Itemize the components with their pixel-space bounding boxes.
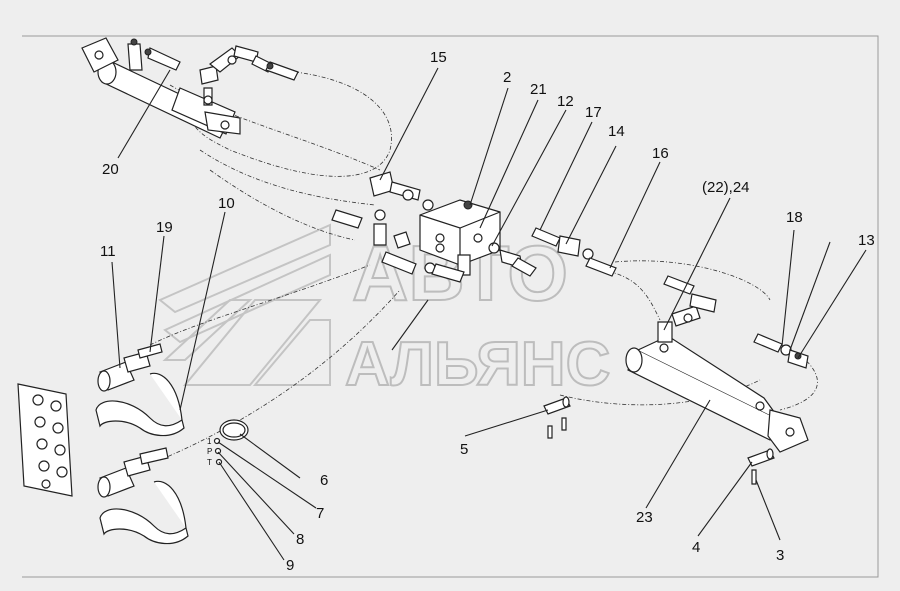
callout-11: 11 [100,243,116,260]
hose-fitting-top [209,45,299,81]
callout-12: 12 [557,93,574,110]
callout-4: 4 [692,539,700,556]
port-mark-p: P [207,447,212,456]
callout-21: 21 [530,81,547,98]
leader-lines [111,67,867,561]
callout-8: 8 [296,531,304,548]
valve-fittings [331,171,617,283]
callout-18: 18 [786,209,803,226]
callout-5: 5 [460,441,468,458]
callout-17: 17 [585,104,602,121]
port-plate [17,383,73,497]
callout-3: 3 [776,547,784,564]
callout-16: 16 [652,145,669,162]
callout-labels: 15 2 21 12 17 14 16 (22),24 18 13 20 11 … [100,49,875,574]
pins [543,396,775,485]
callout-14: 14 [608,123,625,140]
callout-15: 15 [430,49,447,66]
callout-23: 23 [636,509,653,526]
callout-20: 20 [102,161,119,178]
callout-7: 7 [316,505,324,522]
callout-9: 9 [286,557,294,574]
frame-border [22,35,879,578]
callout-6: 6 [320,472,328,489]
callout-19: 19 [156,219,173,236]
watermark-line2: АЛЬЯНС [345,330,610,399]
callout-2: 2 [503,69,511,86]
callout-10: 10 [218,195,235,212]
watermark-logo: АВТО АЛЬЯНС [158,223,611,400]
hydraulic-cylinder-top [81,37,241,139]
watermark-emblem [158,223,331,386]
bolt-parts-right [753,333,809,369]
quick-couplers [95,343,189,545]
callout-13: 13 [858,232,875,249]
callout-22-24: (22),24 [702,179,750,196]
port-mark-t: T [207,458,212,467]
hydraulic-cylinder-right [625,275,809,453]
port-mark-1: 1 [207,437,212,446]
